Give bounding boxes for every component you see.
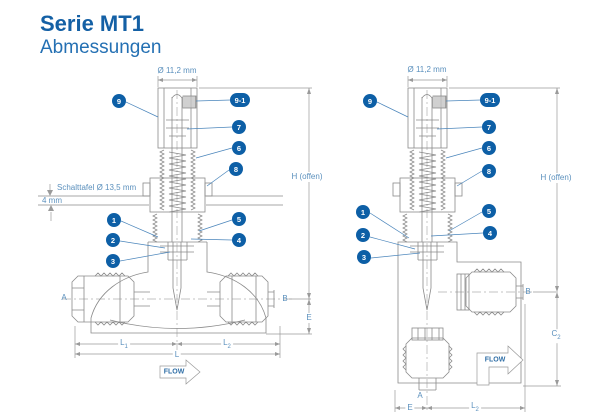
- left-callout-9-badge: 9: [112, 94, 126, 108]
- left-callout-1-badge: 1: [107, 213, 121, 227]
- right-flow-label: FLOW: [484, 356, 506, 364]
- right-callout-9-badge: 9: [363, 94, 377, 108]
- right-port-b-label: B: [525, 287, 531, 296]
- left-callout-8-badge: 8: [229, 162, 243, 176]
- angle-valve-leaders: [369, 99, 484, 259]
- left-port-b-label: B: [282, 294, 288, 303]
- right-dim-l2-label: L2: [469, 401, 481, 415]
- left-port-a-label: A: [61, 293, 67, 302]
- left-callout-3-badge: 3: [106, 254, 120, 268]
- page-subtitle: Abmessungen: [40, 37, 162, 58]
- left-flow-label: FLOW: [163, 368, 185, 376]
- left-callout-9-1-badge: 9-1: [230, 93, 250, 107]
- left-callout-7-badge: 7: [232, 120, 246, 134]
- right-height-open-label: H (offen): [538, 173, 574, 183]
- left-dim-l-label: L: [172, 350, 182, 360]
- angle-valve-dimensions: [394, 76, 561, 412]
- right-callout-9-1-badge: 9-1: [480, 93, 500, 107]
- left-callout-2-badge: 2: [106, 233, 120, 247]
- right-dim-c2-label: C2: [549, 329, 563, 343]
- straight-valve-dimensions: [47, 76, 312, 385]
- page-title: Serie MT1: [40, 11, 144, 36]
- right-port-a-label: A: [417, 391, 423, 400]
- straight-valve-leaders: [119, 99, 233, 262]
- right-stem-diameter-label: Ø 11,2 mm: [407, 65, 447, 74]
- left-dim-e-label: E: [304, 313, 314, 323]
- right-callout-4-badge: 4: [483, 226, 497, 240]
- centerlines: [62, 90, 532, 413]
- right-callout-1-badge: 1: [356, 205, 370, 219]
- right-callout-7-badge: 7: [482, 120, 496, 134]
- straight-valve: [38, 87, 283, 334]
- right-callout-8-badge: 8: [482, 164, 496, 178]
- right-callout-5-badge: 5: [482, 204, 496, 218]
- right-callout-2-badge: 2: [356, 228, 370, 242]
- angle-valve: [392, 87, 524, 391]
- right-callout-3-badge: 3: [357, 250, 371, 264]
- left-callout-5-badge: 5: [232, 212, 246, 226]
- left-stem-diameter-label: Ø 11,2 mm: [157, 66, 197, 75]
- left-callout-4-badge: 4: [232, 233, 246, 247]
- right-dim-e-label: E: [405, 403, 415, 413]
- right-callout-6-badge: 6: [482, 141, 496, 155]
- left-dim-l1-label: L1: [118, 338, 130, 352]
- panel-label: Schalttafel Ø 13,5 mm: [57, 183, 137, 192]
- left-height-open-label: H (offen): [289, 172, 325, 182]
- panel-thickness-label: 4 mm: [42, 196, 62, 205]
- left-dim-l2-label: L2: [221, 338, 233, 352]
- left-callout-6-badge: 6: [232, 141, 246, 155]
